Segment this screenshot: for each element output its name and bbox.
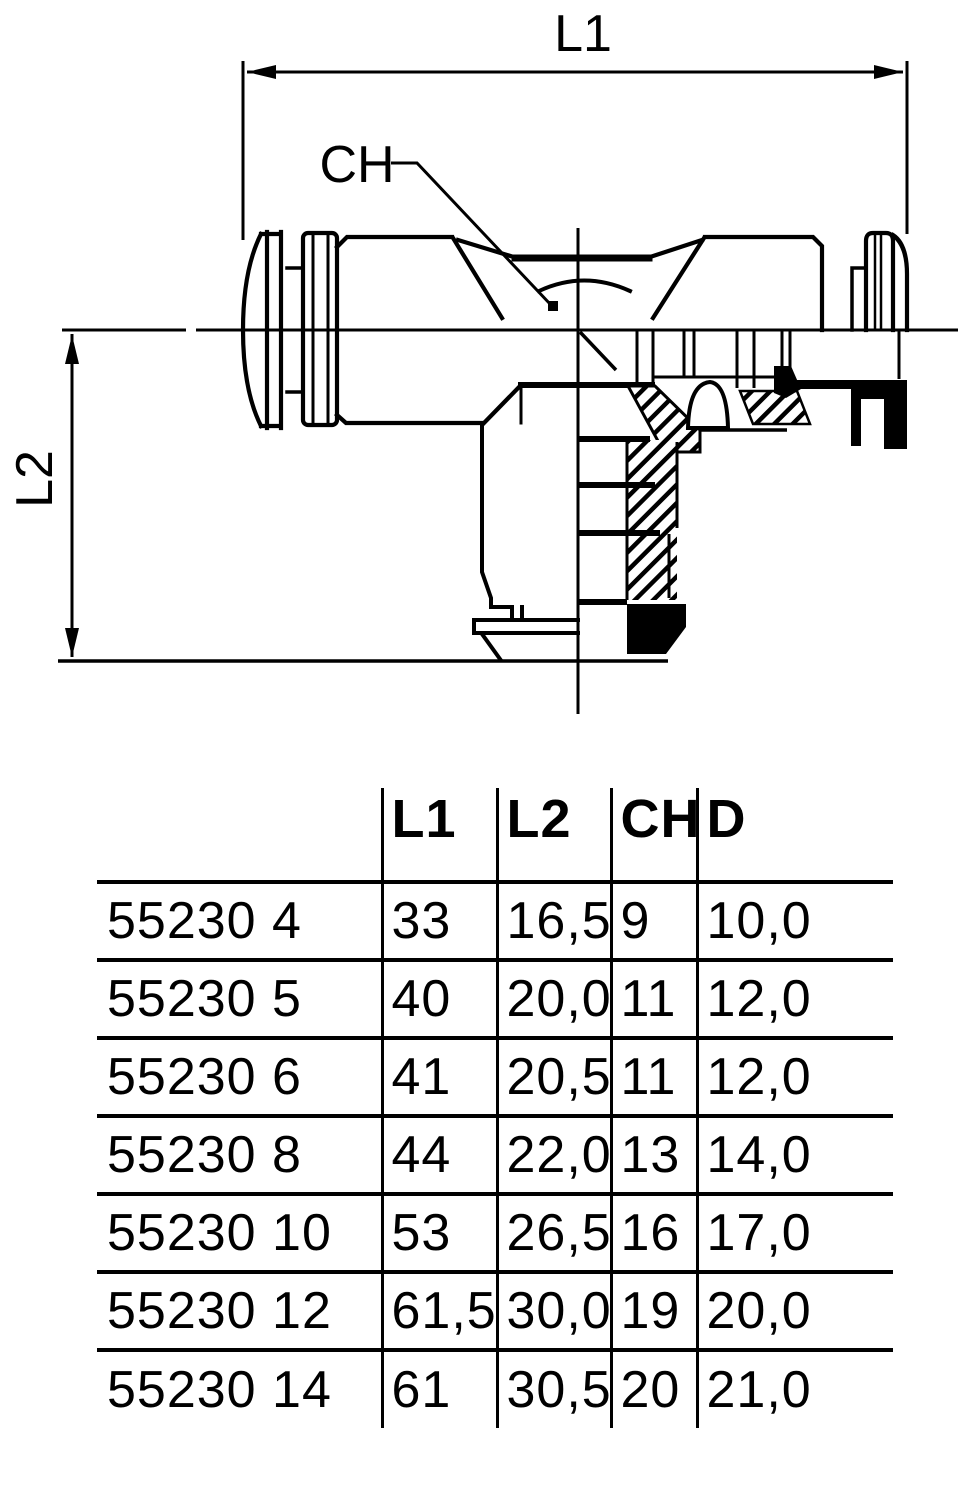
d-cell: 17,0 [695, 1192, 893, 1272]
d-cell: 21,0 [695, 1348, 893, 1428]
hex-arc [536, 278, 633, 294]
ch-cell: 19 [609, 1270, 697, 1350]
l1-cell: 61 [380, 1348, 497, 1428]
section-black-blob [774, 366, 801, 398]
body-section-hatch [738, 389, 812, 426]
left-cap-outline [240, 229, 340, 431]
leg-nut-section [627, 604, 686, 654]
body-section-right [578, 330, 907, 454]
l2-cell: 16,5 [495, 880, 611, 960]
l2-cell: 30,5 [495, 1348, 611, 1428]
table-row: 55230 6 41 20,5 11 12,0 [97, 1036, 893, 1116]
ch-cell: 11 [609, 1036, 697, 1116]
hex-cone-edge [480, 382, 524, 427]
l2-dimension [58, 334, 668, 663]
thread-band-3 [578, 530, 660, 536]
table-row: 55230 8 44 22,0 13 14,0 [97, 1114, 893, 1194]
table-row: 55230 10 53 26,5 16 17,0 [97, 1192, 893, 1272]
l2-cell: 26,5 [495, 1192, 611, 1272]
ch-cell: 13 [609, 1114, 697, 1194]
thread-band-4 [578, 599, 627, 605]
l2-cell: 30,0 [495, 1270, 611, 1350]
thread-band-1 [578, 436, 650, 442]
ch-cell: 11 [609, 958, 697, 1038]
l1-arrow-left [247, 65, 276, 79]
right-cap-outline [850, 230, 910, 333]
l2-dimension-label: L2 [6, 450, 64, 508]
seal-dome [685, 379, 731, 430]
thread-band-2 [578, 482, 655, 488]
l1-cell: 61,5 [380, 1270, 497, 1350]
fitting-technical-drawing: L1 L2 CH [6, 5, 958, 714]
right-grip-ring-section [851, 389, 907, 449]
l1-cell: 41 [380, 1036, 497, 1116]
part-number-cell: 55230 10 [97, 1192, 382, 1272]
d-cell: 20,0 [695, 1270, 893, 1350]
table-row: 55230 14 61 30,5 20 21,0 [97, 1348, 893, 1428]
l2-arrow-top [65, 335, 79, 364]
header-part [97, 788, 382, 882]
table-header-row: L1 L2 CH D [97, 788, 893, 882]
part-number-cell: 55230 12 [97, 1270, 382, 1350]
l1-dimension [241, 61, 909, 240]
part-number-cell: 55230 14 [97, 1348, 382, 1428]
part-number-cell: 55230 4 [97, 880, 382, 960]
body-outline [334, 234, 825, 427]
table-row: 55230 4 33 16,5 9 10,0 [97, 880, 893, 960]
leg-flange [472, 618, 580, 662]
ch-cell: 16 [609, 1192, 697, 1272]
header-l1: L1 [380, 788, 497, 882]
l2-cell: 22,0 [495, 1114, 611, 1194]
ch-cell: 20 [609, 1348, 697, 1428]
part-number-cell: 55230 8 [97, 1114, 382, 1194]
l2-cell: 20,0 [495, 958, 611, 1038]
l1-cell: 44 [380, 1114, 497, 1194]
d-cell: 12,0 [695, 958, 893, 1038]
header-d: D [695, 788, 893, 882]
t-fitting-section-view: L1 L2 CH [6, 5, 958, 714]
l2-arrow-bottom [65, 628, 79, 657]
l1-dimension-label: L1 [554, 5, 612, 63]
part-number-cell: 55230 6 [97, 1036, 382, 1116]
ch-dimension-label: CH [319, 136, 394, 194]
d-cell: 10,0 [695, 880, 893, 960]
ch-cell: 9 [609, 880, 697, 960]
section-black-band [787, 380, 907, 389]
ch-leader [391, 161, 558, 311]
leg-left-profile [480, 421, 524, 622]
l1-cell: 33 [380, 880, 497, 960]
spec-table: L1 L2 CH D 55230 4 33 16,5 9 10,0 55230 … [97, 788, 893, 1428]
l1-cell: 40 [380, 958, 497, 1038]
header-l2: L2 [495, 788, 611, 882]
d-cell: 14,0 [695, 1114, 893, 1194]
threaded-leg [472, 421, 686, 662]
table-row: 55230 5 40 20,0 11 12,0 [97, 958, 893, 1038]
part-number-cell: 55230 5 [97, 958, 382, 1038]
d-cell: 12,0 [695, 1036, 893, 1116]
l1-arrow-right [874, 65, 903, 79]
ch-leader-dot [548, 301, 558, 311]
table-row: 55230 12 61,5 30,0 19 20,0 [97, 1270, 893, 1350]
l1-cell: 53 [380, 1192, 497, 1272]
header-ch: CH [609, 788, 700, 882]
l2-cell: 20,5 [495, 1036, 611, 1116]
